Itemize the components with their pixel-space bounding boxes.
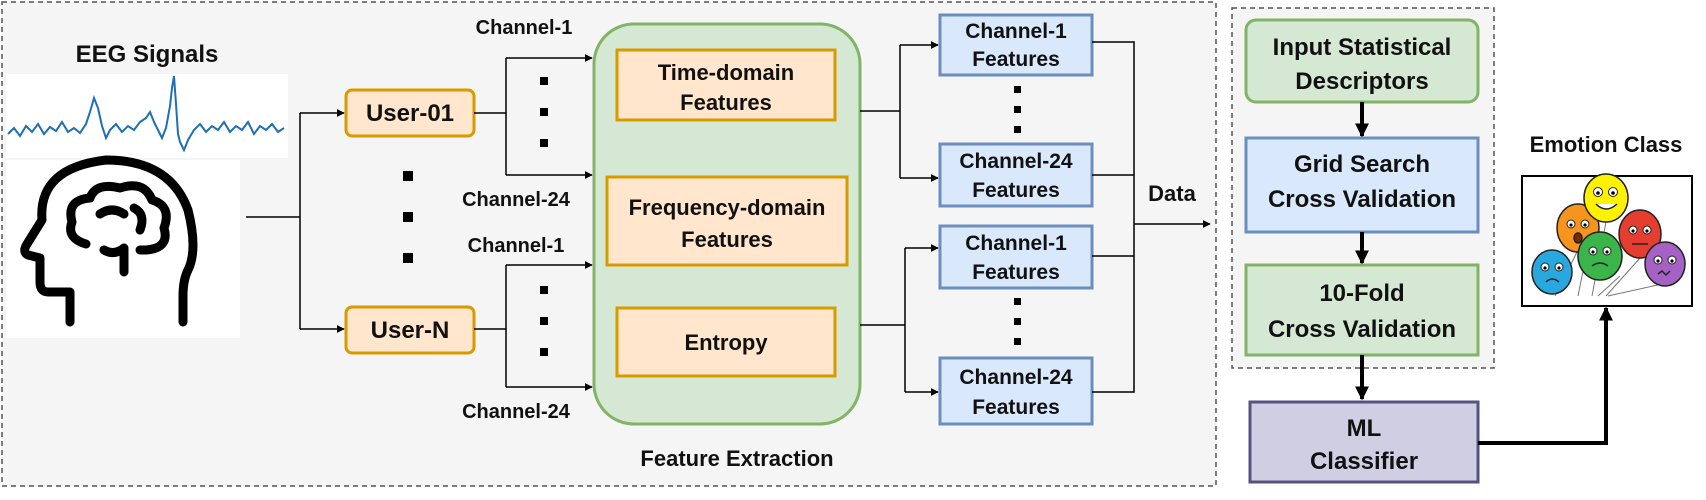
channel-ellipsis-top xyxy=(540,77,548,147)
channel-features-ellipsis-top xyxy=(1014,86,1021,133)
channel-features-box-3-line2: Features xyxy=(972,261,1060,284)
channel-features-ellipsis-bottom xyxy=(1014,298,1021,345)
happy-yellow-balloon xyxy=(1583,173,1629,223)
channel-1-label-bottom: Channel-1 xyxy=(468,235,565,257)
disgusted-green-balloon xyxy=(1577,231,1623,281)
ten-fold-cv-line2: Cross Validation xyxy=(1268,316,1456,343)
sad-blue-balloon xyxy=(1531,249,1573,295)
input-descriptors-line1: Input Statistical xyxy=(1273,34,1452,61)
channel-features-box-3-line1: Channel-1 xyxy=(965,232,1067,255)
time-domain-line2: Features xyxy=(680,90,772,115)
head-to-users-connector xyxy=(246,109,345,333)
angry-red-balloon xyxy=(1618,209,1662,259)
channel-features-merge-connector xyxy=(1092,41,1211,393)
head-brain-icon xyxy=(20,155,198,327)
emotion-balloons-image xyxy=(1531,173,1686,297)
grid-search-line2: Cross Validation xyxy=(1268,186,1456,213)
user-to-channel-connectors xyxy=(474,54,593,391)
ten-fold-cv-line1: 10-Fold xyxy=(1319,280,1404,307)
channel-1-label-top: Channel-1 xyxy=(476,17,573,39)
frequency-domain-line2: Features xyxy=(681,227,773,252)
channel-features-box-4-line2: Features xyxy=(972,396,1060,419)
ml-classifier-line2: Classifier xyxy=(1310,448,1418,475)
input-descriptors-line2: Descriptors xyxy=(1295,68,1428,95)
feature-extraction-caption: Feature Extraction xyxy=(640,446,833,471)
frequency-domain-box xyxy=(605,175,849,267)
channel-features-box-4 xyxy=(938,356,1094,426)
entropy-label: Entropy xyxy=(684,330,768,355)
channel-features-box-3 xyxy=(938,224,1094,290)
channel-features-box-1-line1: Channel-1 xyxy=(965,20,1067,43)
time-domain-line1: Time-domain xyxy=(658,60,795,85)
features-to-channel-connectors xyxy=(860,41,939,396)
channel-features-box-1 xyxy=(938,13,1094,77)
channel-24-label-bottom: Channel-24 xyxy=(462,401,571,423)
ml-classifier-box xyxy=(1248,400,1480,484)
grid-search-line1: Grid Search xyxy=(1294,151,1430,178)
confused-purple-balloon xyxy=(1644,241,1686,287)
channel-features-box-2-line2: Features xyxy=(972,179,1060,202)
user-01-label: User-01 xyxy=(366,100,454,127)
frequency-domain-line1: Frequency-domain xyxy=(629,195,826,220)
channel-features-box-2-line1: Channel-24 xyxy=(959,150,1073,173)
time-domain-box xyxy=(615,48,837,122)
user-n-label: User-N xyxy=(371,317,450,344)
data-label: Data xyxy=(1148,181,1196,206)
emotion-class-title: Emotion Class xyxy=(1530,132,1683,157)
entropy-box xyxy=(615,306,837,378)
classifier-to-emotion-arrow xyxy=(1478,306,1613,445)
channel-ellipsis-bottom xyxy=(540,286,548,356)
ten-fold-cv-box xyxy=(1244,263,1480,357)
channel-features-box-1-line2: Features xyxy=(972,48,1060,71)
user-n-box xyxy=(344,305,476,355)
users-ellipsis xyxy=(403,171,413,263)
channel-features-box-2 xyxy=(938,142,1094,208)
ml-classifier-line1: ML xyxy=(1347,415,1382,442)
eeg-signal-trace xyxy=(7,75,285,153)
eeg-signals-title: EEG Signals xyxy=(76,41,219,68)
grid-search-box xyxy=(1244,136,1480,234)
channel-24-label-top: Channel-24 xyxy=(462,189,571,211)
channel-features-box-4-line1: Channel-24 xyxy=(959,366,1073,389)
